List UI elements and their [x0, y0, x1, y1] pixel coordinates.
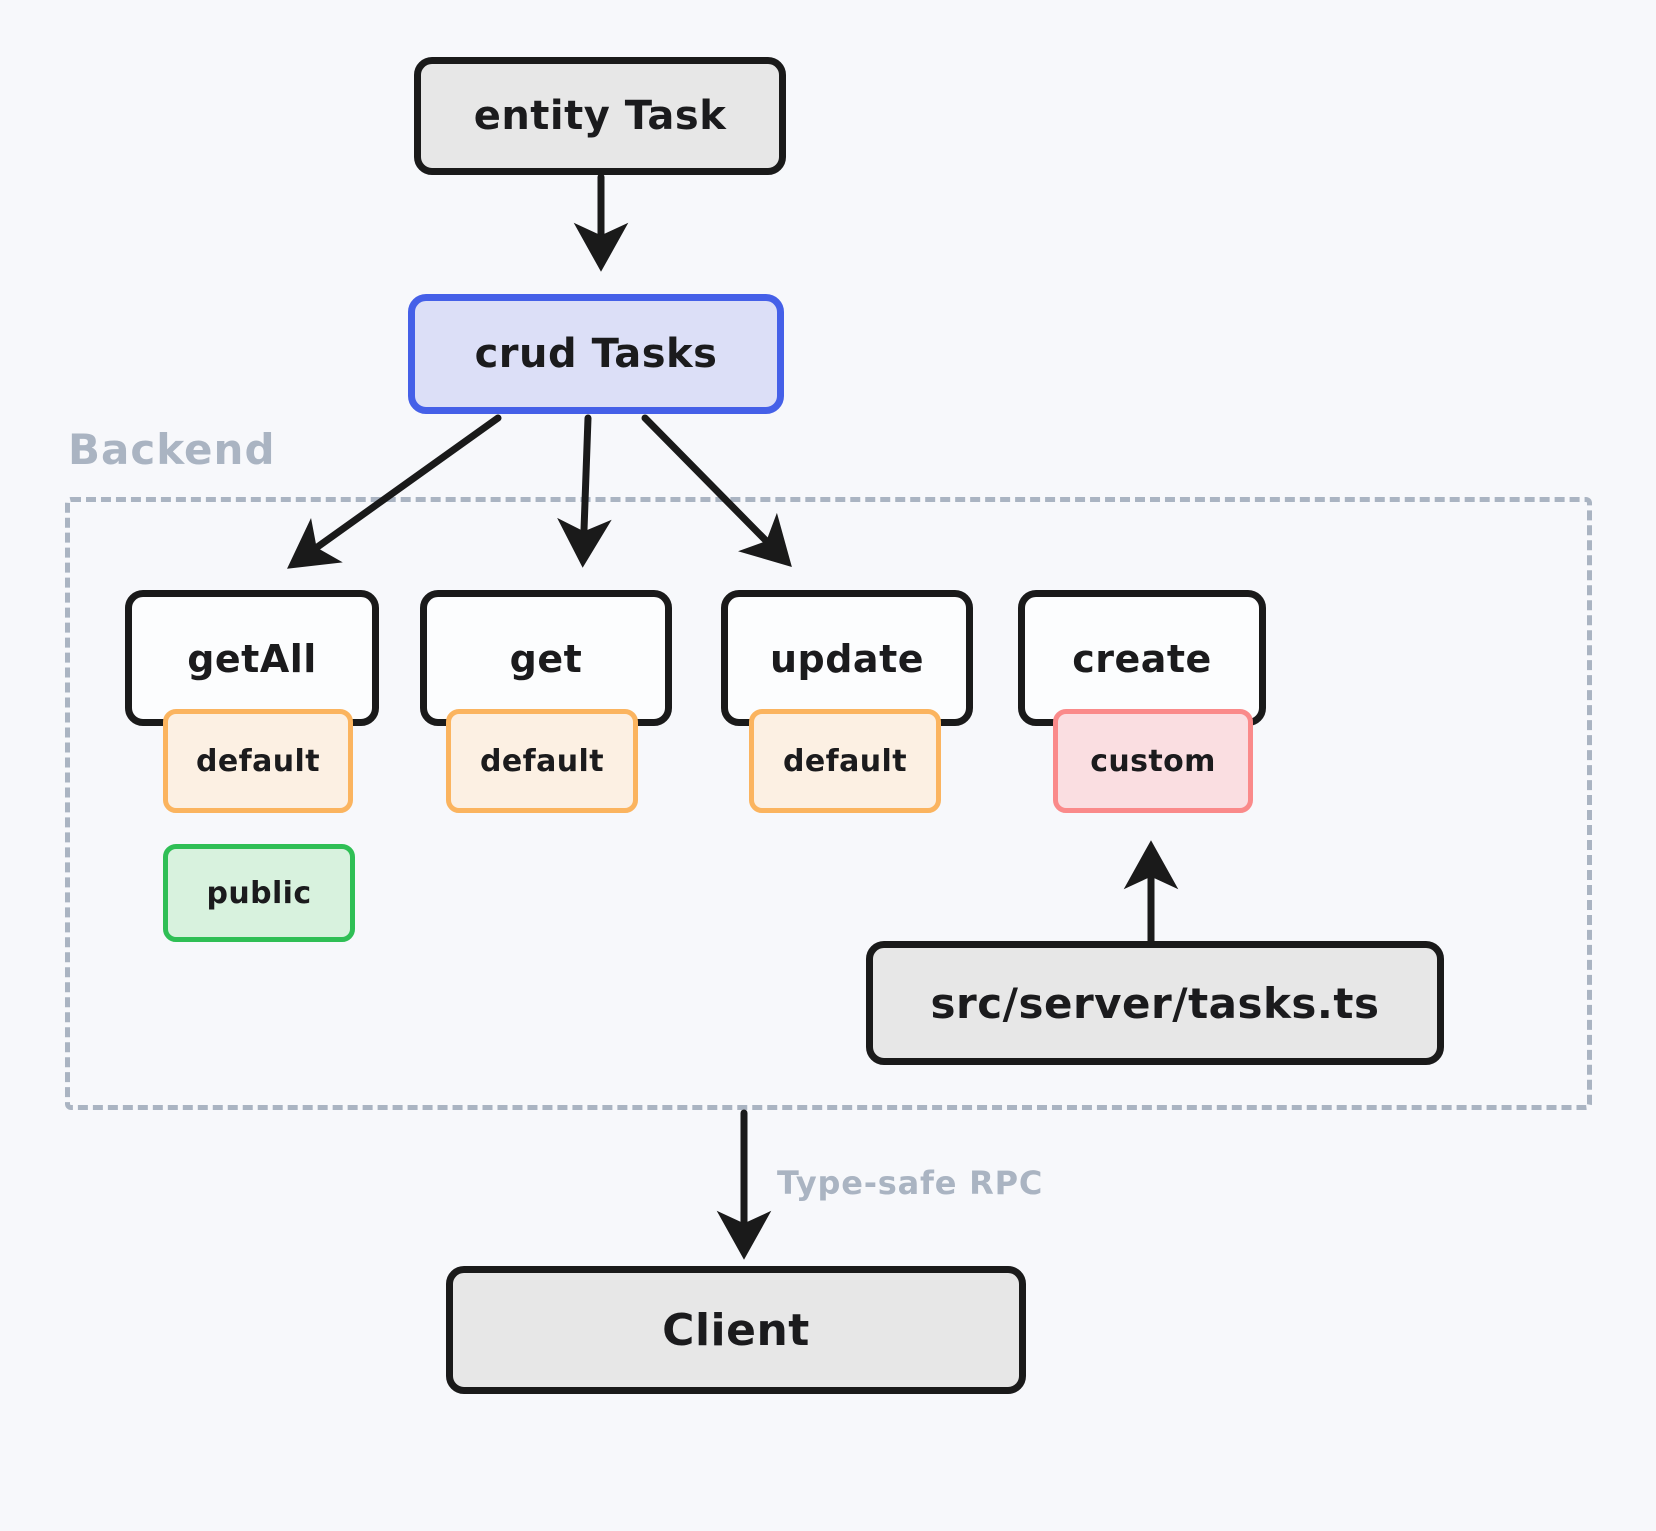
- node-method-get[interactable]: get: [420, 590, 672, 726]
- badge-getall-default[interactable]: default: [163, 709, 353, 813]
- node-crud-tasks[interactable]: crud Tasks: [408, 294, 784, 414]
- backend-group-box: [65, 497, 1592, 1110]
- node-client[interactable]: Client: [446, 1266, 1026, 1394]
- node-method-getall[interactable]: getAll: [125, 590, 379, 726]
- badge-get-default[interactable]: default: [446, 709, 638, 813]
- node-source-file[interactable]: src/server/tasks.ts: [866, 941, 1444, 1065]
- backend-group-label: Backend: [68, 425, 276, 474]
- edge-label-type-safe-rpc: Type-safe RPC: [777, 1164, 1044, 1202]
- node-method-create[interactable]: create: [1018, 590, 1266, 726]
- badge-create-custom[interactable]: custom: [1053, 709, 1253, 813]
- badge-getall-public[interactable]: public: [163, 844, 355, 942]
- badge-update-default[interactable]: default: [749, 709, 941, 813]
- node-method-update[interactable]: update: [721, 590, 973, 726]
- node-entity-task[interactable]: entity Task: [414, 57, 786, 175]
